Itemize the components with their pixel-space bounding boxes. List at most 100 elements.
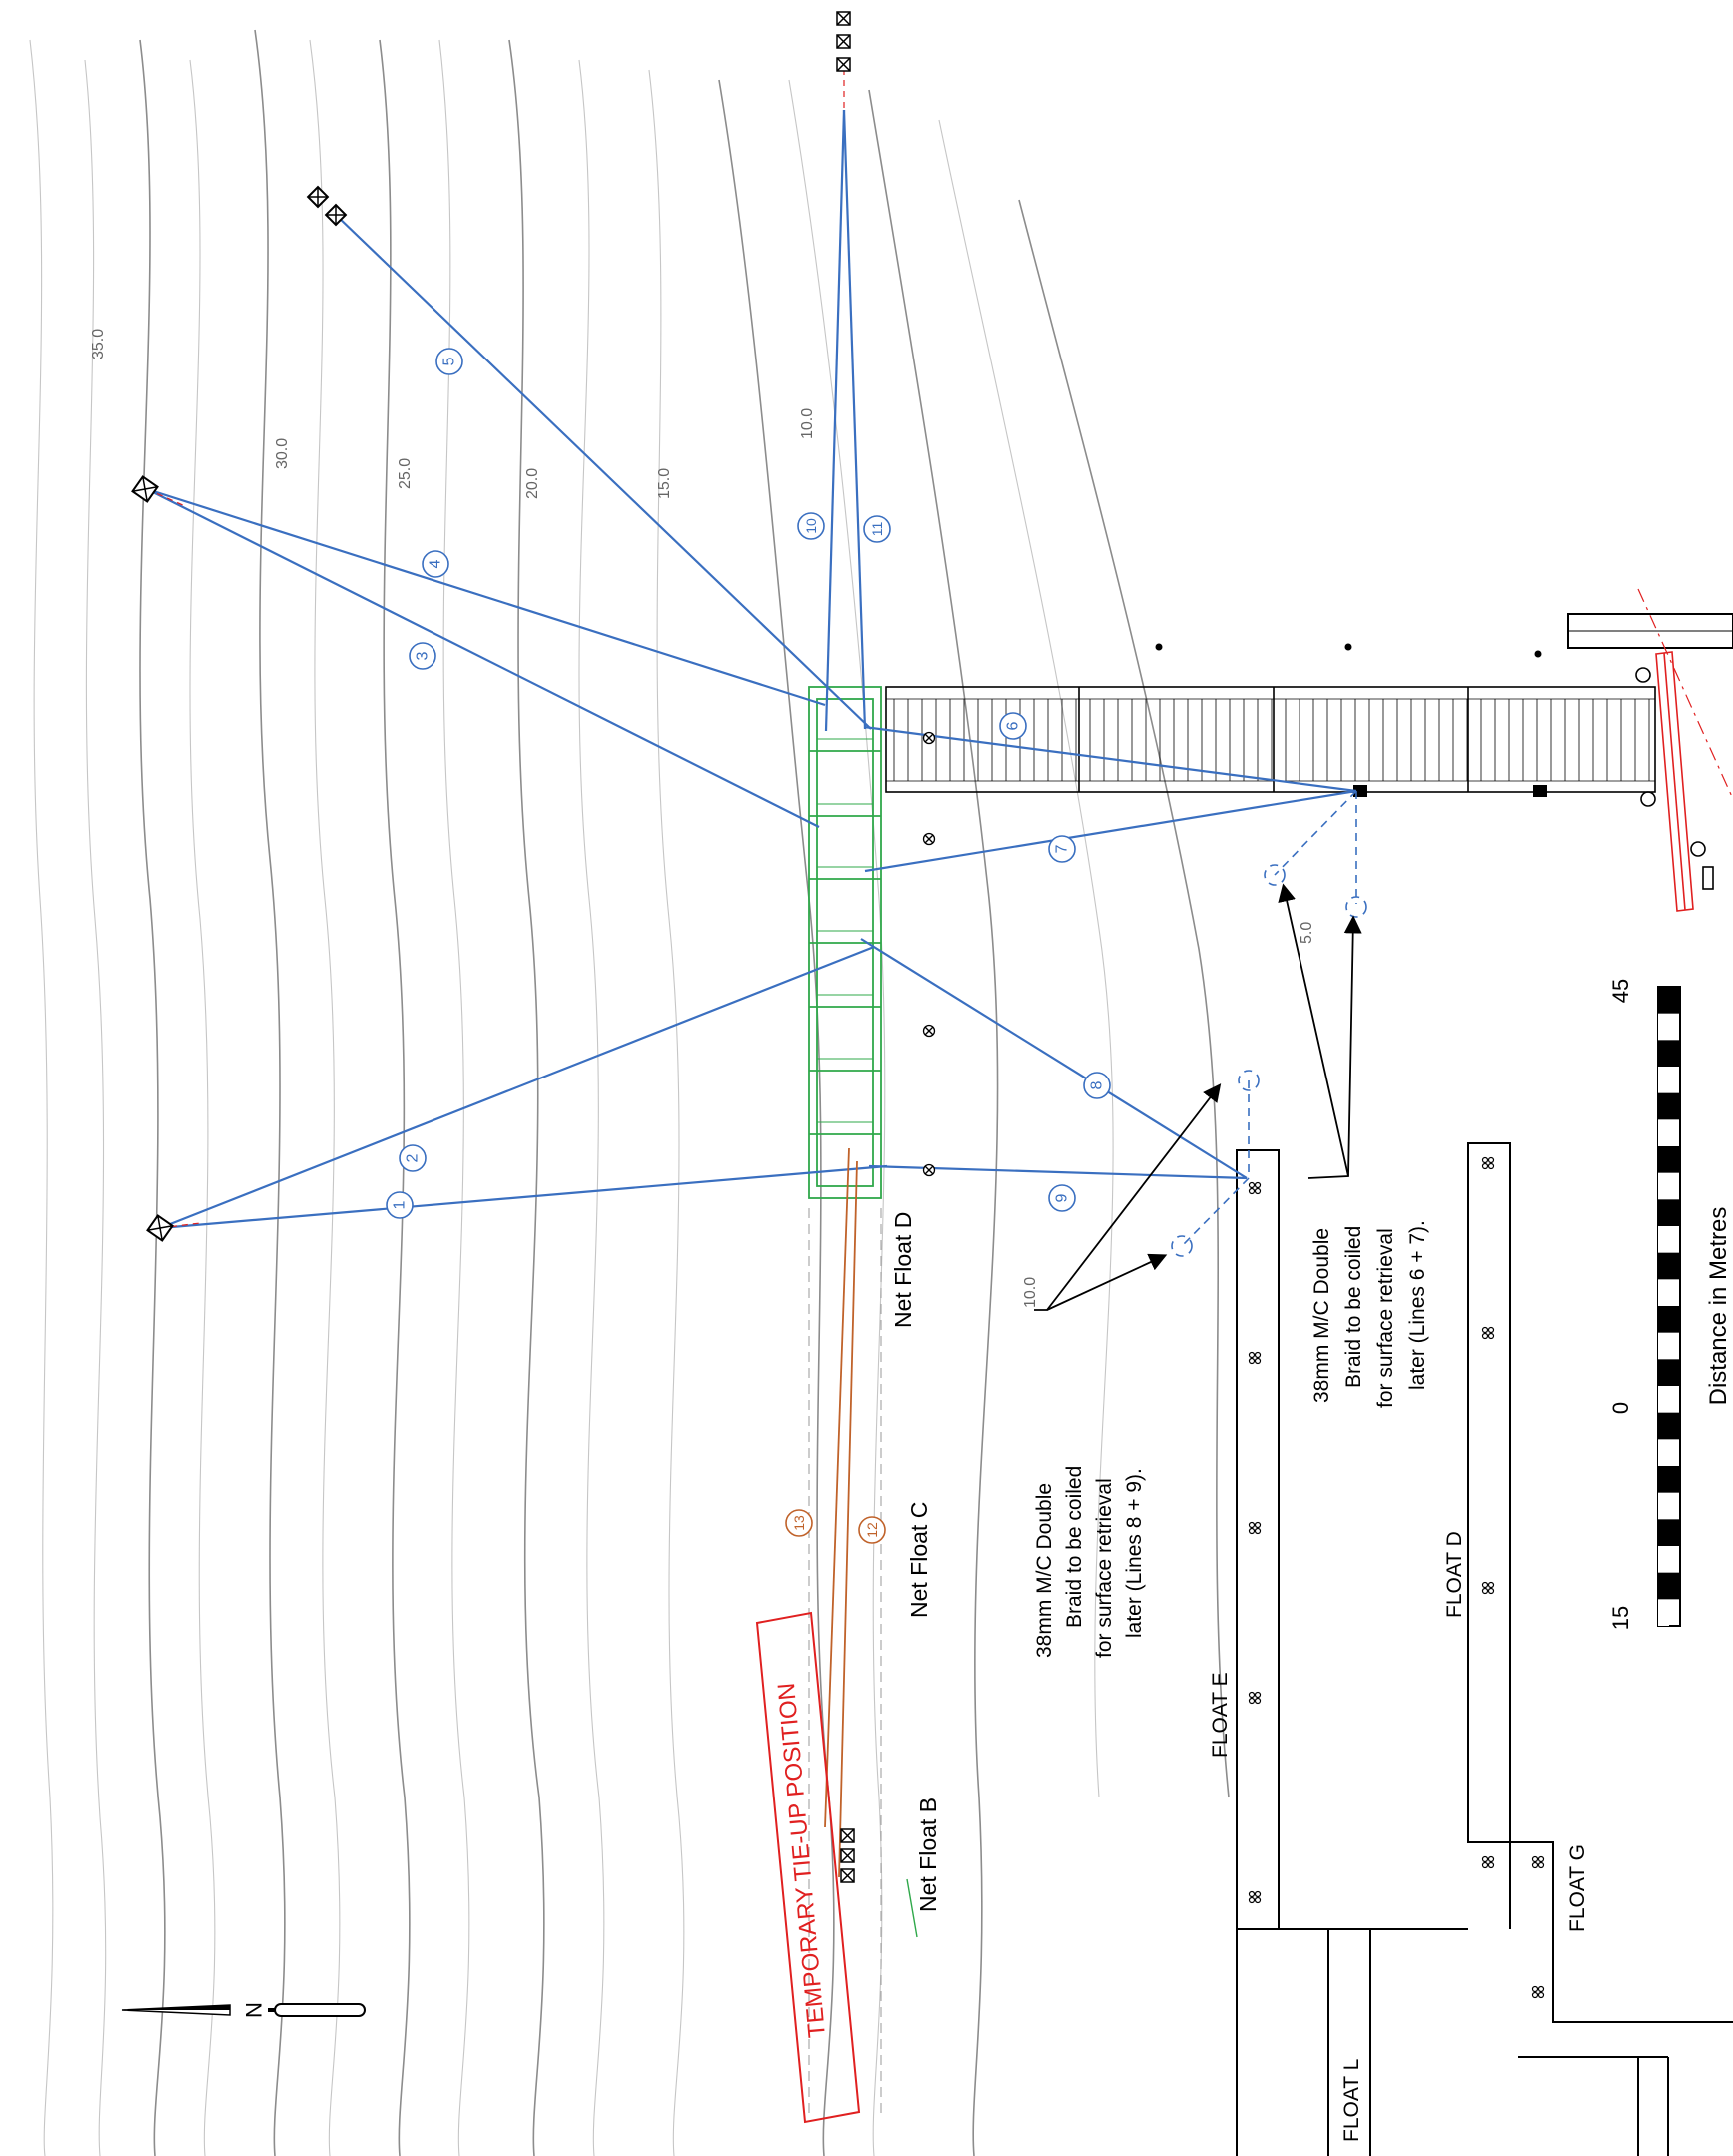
scale-label-15: 15: [1608, 1606, 1633, 1630]
contour-label-15: 15.0: [656, 468, 673, 499]
north-label: N: [242, 2002, 267, 2018]
contour-label-35: 35.0: [90, 329, 107, 359]
scale-checks: [1658, 987, 1680, 1626]
note-leaders: [1034, 883, 1362, 1311]
line-marker-10: 10: [797, 512, 825, 540]
scale-check: [1669, 1306, 1680, 1333]
contour-label-30: 30.0: [274, 438, 291, 469]
line-marker-1: 1: [386, 1191, 414, 1219]
line-marker-12-text: 12: [864, 1522, 880, 1538]
float-g-label: FLOAT G: [1566, 1844, 1589, 1932]
note-lines-6-7: 38mm M/C Double Braid to be coiled for s…: [1310, 1220, 1429, 1408]
line-marker-7-text: 7: [1054, 844, 1071, 853]
float-d-outline: [1467, 1142, 1511, 1843]
note-6-7-line-4: later (Lines 6 + 7).: [1406, 1220, 1429, 1390]
net-float-labels: Net Float D Net Float C Net Float B: [890, 1212, 941, 1912]
float-d-label: FLOAT D: [1443, 1531, 1466, 1618]
note-8-9-line-4: later (Lines 8 + 9).: [1123, 1468, 1146, 1638]
scale-check: [1658, 1067, 1669, 1093]
net-float-outline: [808, 1208, 882, 2117]
line-marker-10-text: 10: [803, 518, 819, 534]
pontoon-slats: [893, 699, 1650, 781]
red-boom: [1637, 588, 1733, 912]
scale-check: [1658, 1226, 1669, 1253]
net-float-c-label: Net Float C: [906, 1502, 932, 1618]
scale-check: [1658, 1332, 1669, 1360]
pontoon-points: [1155, 643, 1547, 797]
scale-check: [1669, 1146, 1680, 1173]
line-marker-4-text: 4: [428, 559, 444, 568]
anchor-north-a: [306, 185, 330, 209]
bathymetry-contours: [29, 29, 1230, 2156]
contour-labels: 35.0 30.0 25.0 20.0 15.0 10.0 10.0 5.0: [90, 329, 1315, 1308]
scale-check: [1669, 1572, 1680, 1600]
line-marker-13: 13: [785, 1509, 813, 1537]
note-8-9-line-2: Braid to be coiled: [1063, 1466, 1086, 1628]
float-labels: FLOAT E FLOAT D FLOAT G FLOAT L: [1209, 1531, 1589, 2142]
scale-check: [1658, 1386, 1669, 1413]
float-bollards: [1248, 1156, 1545, 1999]
float-l-label: FLOAT L: [1340, 2059, 1363, 2142]
scale-check: [1669, 1092, 1680, 1120]
scale-label-0: 0: [1608, 1402, 1633, 1414]
line-marker-9-text: 9: [1054, 1193, 1071, 1202]
anchor-nw: [131, 475, 159, 503]
note-6-7-line-1: 38mm M/C Double: [1310, 1228, 1333, 1403]
scale-check: [1658, 1013, 1669, 1041]
scale-check: [1669, 1252, 1680, 1280]
note-6-7-line-3: for surface retrieval: [1374, 1228, 1397, 1408]
scale-label-45: 45: [1608, 979, 1633, 1003]
contour-label-20: 20.0: [524, 468, 541, 499]
line-marker-11-text: 11: [869, 522, 885, 537]
contour-label-10a: 10.0: [799, 408, 816, 439]
scale-check: [1658, 1279, 1669, 1306]
line-marker-5: 5: [435, 348, 463, 375]
float-e-outline: [1236, 1149, 1280, 1930]
contour-label-10b: 10.0: [1022, 1277, 1039, 1308]
scale-check: [1669, 1359, 1680, 1386]
contour-label-5: 5.0: [1299, 922, 1315, 944]
line-marker-9: 9: [1048, 1184, 1076, 1212]
anchor-sw: [146, 1214, 174, 1242]
scale-check: [1669, 1199, 1680, 1226]
line-junction-markers: [922, 731, 936, 1177]
line-marker-2: 2: [399, 1144, 427, 1172]
line-marker-11: 11: [863, 515, 891, 543]
net-float-d-label: Net Float D: [890, 1212, 916, 1328]
line-marker-7: 7: [1048, 835, 1076, 863]
line-marker-8: 8: [1083, 1072, 1111, 1099]
scale-check: [1669, 987, 1680, 1014]
scale-bar: 45 0 15 Distance in Metres: [1608, 979, 1732, 1630]
note-8-9-line-1: 38mm M/C Double: [1033, 1483, 1056, 1658]
temporary-lines: [824, 1147, 858, 1878]
anchor-temp-stack: [840, 1828, 855, 1883]
pontoon-gridded: [885, 686, 1656, 793]
scale-check: [1658, 1546, 1669, 1573]
line-marker-3: 3: [409, 642, 436, 670]
net-float-b-label: Net Float B: [915, 1797, 941, 1912]
scale-check: [1658, 1599, 1669, 1626]
line-number-markers: 1 2 3 4 5 6 7 8 9 10 11 12 13: [386, 348, 1111, 1544]
scale-check: [1658, 1172, 1669, 1200]
north-arrow: N: [121, 2002, 366, 2018]
float-g-outline: [1468, 1841, 1733, 2023]
float-e-label: FLOAT E: [1209, 1672, 1232, 1758]
line-marker-6: 6: [999, 712, 1027, 740]
line-marker-12: 12: [858, 1516, 886, 1544]
line-marker-2-text: 2: [405, 1153, 422, 1162]
line-marker-3-text: 3: [415, 651, 432, 660]
line-marker-6-text: 6: [1005, 721, 1022, 730]
scale-check: [1658, 1492, 1669, 1520]
mooring-lines: [146, 58, 1357, 1230]
surface-retrieval-braid: [1171, 790, 1367, 1257]
line-marker-5-text: 5: [441, 357, 458, 365]
scale-check: [1669, 1466, 1680, 1493]
note-6-7-line-2: Braid to be coiled: [1342, 1226, 1365, 1388]
note-8-9-line-3: for surface retrieval: [1093, 1478, 1116, 1658]
anchors: [131, 11, 855, 1883]
scale-caption: Distance in Metres: [1705, 1207, 1732, 1406]
floats-structure: [1236, 613, 1733, 2156]
line-marker-4: 4: [422, 550, 449, 578]
line-marker-1-text: 1: [392, 1200, 409, 1209]
